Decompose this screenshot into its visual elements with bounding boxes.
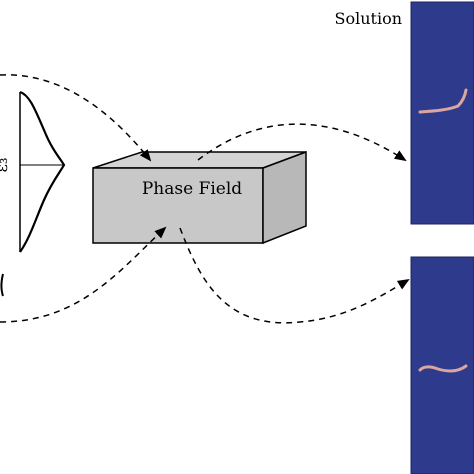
gaussian-curve-icon xyxy=(19,90,66,253)
arrow-sample-to-model-bottom xyxy=(0,226,167,323)
crack-path-bottom xyxy=(418,364,468,373)
arrow-model-to-solution-bottom xyxy=(179,227,410,324)
solution-panel-top xyxy=(410,1,474,225)
distribution-curve: ε₃ xyxy=(0,90,66,297)
phase-field-box: Phase Field xyxy=(92,150,307,245)
arrow-sample-to-model-top xyxy=(0,74,152,162)
box-label: Phase Field xyxy=(142,179,242,199)
dashed-arrows xyxy=(0,74,410,324)
partial-curve-fragment xyxy=(0,273,4,297)
arrow-model-to-solution-top xyxy=(197,123,407,162)
solution-field-bottom xyxy=(410,256,474,474)
solution-panel-bottom xyxy=(410,256,474,474)
distribution-symbol: ε₃ xyxy=(0,158,11,173)
crack-path-top xyxy=(418,88,468,114)
solution-label: Solution xyxy=(335,9,403,28)
box-side-face xyxy=(262,150,307,245)
